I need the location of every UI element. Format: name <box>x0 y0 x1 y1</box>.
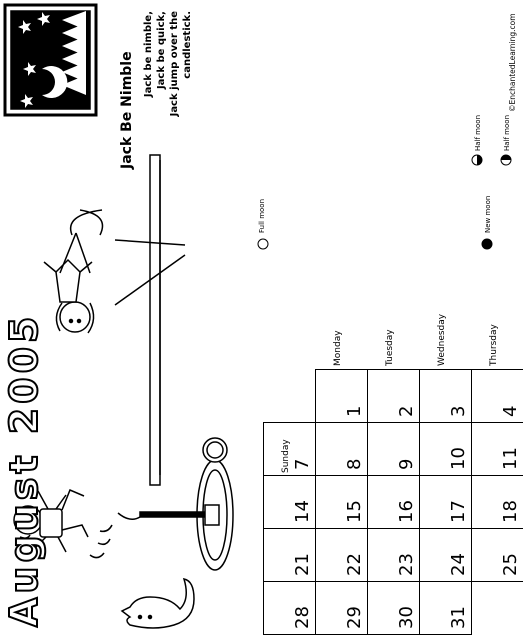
legend-full-moon: Full moon <box>258 198 266 233</box>
cat-icon <box>120 578 195 629</box>
legend-half-moon: Half moon <box>474 114 482 151</box>
table-icon <box>149 154 161 486</box>
jack-figure-icon <box>13 489 113 559</box>
girl-figure-icon <box>43 209 186 334</box>
candlestick-icon <box>117 437 234 571</box>
legend-new-moon: New moon <box>484 195 492 233</box>
night-scene-icon <box>3 3 98 117</box>
legend-half-moon: Half moon <box>503 114 511 151</box>
